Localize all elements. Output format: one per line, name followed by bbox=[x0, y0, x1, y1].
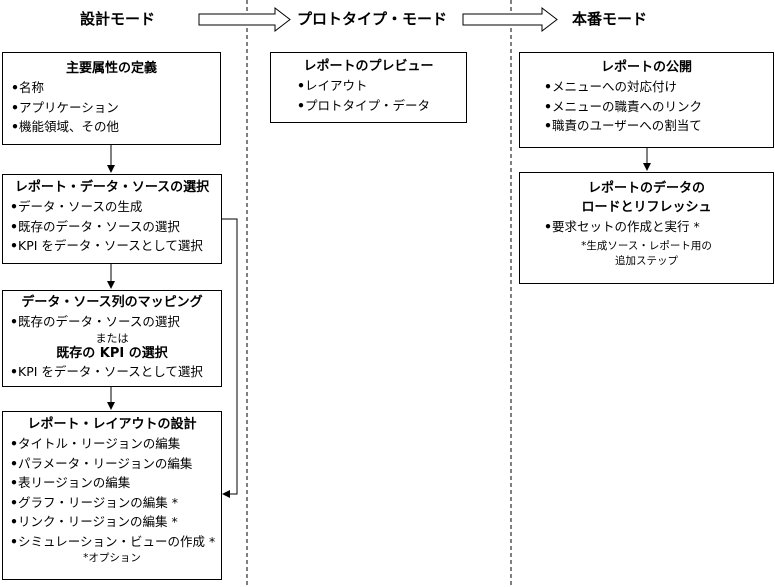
box-report-preview: レポートのプレビュー •レイアウト •プロトタイプ・データ bbox=[270, 52, 467, 123]
mode-arrow-prototype-to-production bbox=[462, 6, 558, 33]
box-publish-report: レポートの公開 •メニューへの対応付け •メニューの職責へのリンク •職責のユー… bbox=[519, 52, 774, 148]
list-item: •KPI をデータ・ソースとして選択 bbox=[10, 238, 203, 253]
list-item: •メニューの職責へのリンク bbox=[544, 98, 703, 114]
list-item: •シミュレーション・ビューの作成 * bbox=[10, 533, 216, 549]
header-prototype-mode: プロトタイプ・モード bbox=[297, 10, 448, 28]
mode-arrow-design-to-prototype bbox=[198, 6, 291, 33]
box-title: レポート・レイアウトの設計 bbox=[27, 417, 197, 432]
footnote-line1: *生成ソース・レポート用の bbox=[581, 239, 712, 252]
box-title-line2: ロードとリフレッシュ bbox=[581, 200, 712, 215]
footnote: *オプション bbox=[83, 552, 141, 564]
box-design-report-layout: レポート・レイアウトの設計 •タイトル・リージョンの編集 •パラメータ・リージョ… bbox=[2, 411, 222, 580]
list-item: •既存のデータ・ソースの選択 bbox=[10, 218, 180, 234]
arrow-box2-to-box4-bypass bbox=[222, 218, 238, 495]
box-title: データ・ソース列のマッピング bbox=[21, 295, 203, 310]
list-item: •プロトタイプ・データ bbox=[297, 97, 431, 113]
header-production-mode: 本番モード bbox=[572, 10, 648, 28]
list-item: •メニューへの対応付け bbox=[544, 79, 678, 94]
list-item: •表リージョンの編集 bbox=[10, 475, 131, 490]
list-item: •リンク・リージョンの編集 * bbox=[10, 514, 178, 529]
box-map-data-source-columns: データ・ソース列のマッピング •既存のデータ・ソースの選択 または 既存の KP… bbox=[2, 290, 222, 387]
box-title: レポートのプレビュー bbox=[303, 59, 434, 74]
list-item: •職責のユーザーへの割当て bbox=[544, 118, 702, 133]
box-load-and-refresh-data: レポートのデータの ロードとリフレッシュ •要求セットの作成と実行 * *生成ソ… bbox=[519, 172, 774, 284]
list-item: •レイアウト bbox=[297, 78, 368, 93]
or-label: または bbox=[95, 331, 129, 345]
list-item: •グラフ・リージョンの編集 * bbox=[10, 494, 178, 510]
list-item: •既存のデータ・ソースの選択 bbox=[10, 314, 180, 329]
list-item: •KPI をデータ・ソースとして選択 bbox=[10, 363, 203, 379]
list-item: •パラメータ・リージョンの編集 bbox=[10, 455, 193, 471]
box-define-key-attributes: 主要属性の定義 •名称 •アプリケーション •機能領域、その他 bbox=[2, 52, 221, 145]
box-title-line1: レポートのデータの bbox=[587, 181, 705, 196]
header-design-mode: 設計モード bbox=[80, 10, 156, 28]
box-title: レポート・データ・ソースの選択 bbox=[14, 180, 210, 195]
box-subtitle: 既存の KPI の選択 bbox=[56, 345, 168, 361]
box-title: 主要属性の定義 bbox=[65, 61, 157, 76]
list-item: •タイトル・リージョンの編集 bbox=[10, 436, 181, 451]
box-select-report-data-source: レポート・データ・ソースの選択 •データ・ソースの生成 •既存のデータ・ソースの… bbox=[2, 174, 222, 264]
list-item: •名称 bbox=[11, 80, 45, 95]
arrow-box1-to-box2 bbox=[107, 165, 115, 173]
box-title: レポートの公開 bbox=[600, 60, 692, 75]
list-item: •データ・ソースの生成 bbox=[10, 199, 143, 214]
footnote-line2: 追加ステップ bbox=[615, 254, 678, 267]
arrow-box2-to-box3 bbox=[107, 281, 115, 289]
arrow-box3-to-box4 bbox=[107, 402, 115, 410]
list-item: •機能領域、その他 bbox=[11, 119, 120, 134]
list-item: •要求セットの作成と実行 * bbox=[544, 219, 700, 234]
arrow-publish-to-load bbox=[643, 163, 651, 171]
list-item: •アプリケーション bbox=[11, 99, 119, 115]
